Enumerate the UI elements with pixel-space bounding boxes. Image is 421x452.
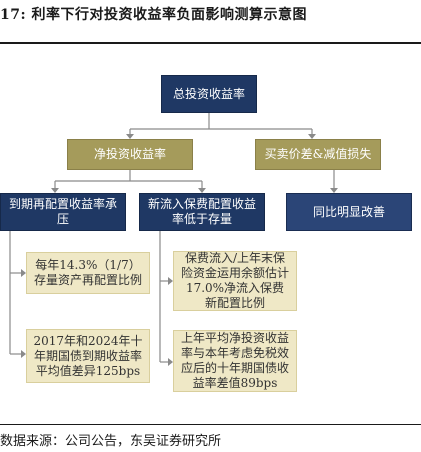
detail-net-yield-diff: 上年平均净投资收益率与本年考虑免税效应后的十年期国债收益率差值89bps <box>173 330 297 392</box>
arrow-to-newcash <box>198 188 206 193</box>
arrow-to-spread <box>308 134 316 139</box>
detail-reinvest-ratio: 每年14.3%（1/7）存量资产再配置比例 <box>26 252 150 294</box>
node-reinvestment-pressure: 到期再配置收益率承压 <box>0 193 126 231</box>
arrow-to-net-yield <box>126 134 134 139</box>
node-spread-and-impairment: 买卖价差&减值损失 <box>255 139 381 170</box>
figure-title: 17: 利率下行对投资收益率负面影响测算示意图 <box>0 7 308 23</box>
detail-new-premium-ratio: 保费流入/上年末保险资金运用余额估计17.0%净流入保费新配置比例 <box>173 251 297 311</box>
arrow-to-detail-c <box>21 350 26 358</box>
detail-bond-yield-diff: 2017年和2024年十年期国债到期收益率平均值差异125bps <box>26 329 150 383</box>
bottom-rule <box>0 424 421 425</box>
node-total-investment-yield: 总投资收益率 <box>161 75 257 113</box>
node-net-investment-yield: 净投资收益率 <box>67 139 193 170</box>
arrow-to-detail-b <box>168 277 173 285</box>
node-new-cash-below-stock: 新流入保费配置收益率低于存量 <box>139 193 265 231</box>
node-yoy-improvement: 同比明显改善 <box>286 193 412 231</box>
arrow-to-detail-a <box>21 269 26 277</box>
source-note: 数据来源：公司公告，东吴证券研究所 <box>0 434 222 449</box>
arrow-to-reinvest <box>51 188 59 193</box>
top-rule <box>0 42 421 44</box>
arrow-to-yoy <box>330 188 338 193</box>
arrow-to-detail-d <box>168 358 173 366</box>
